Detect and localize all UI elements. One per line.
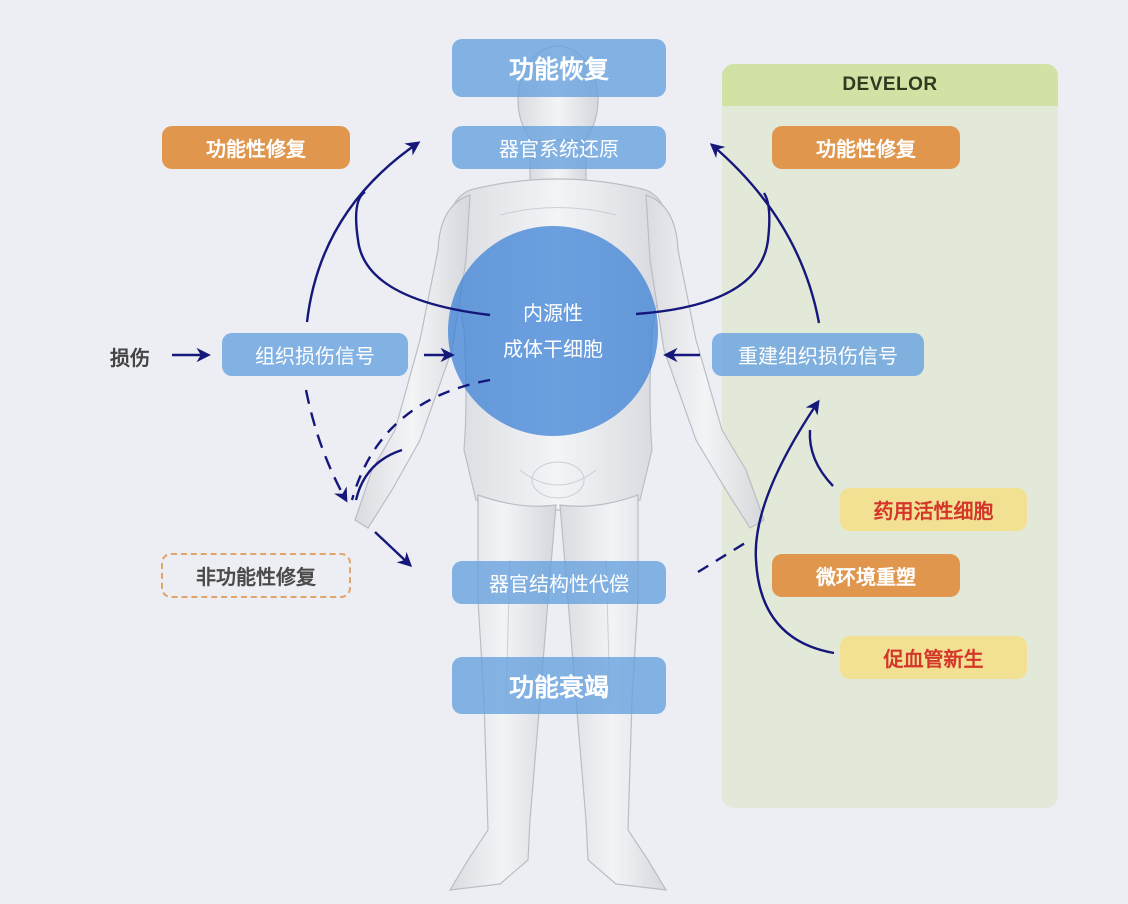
- nonfunctional-repair-box: 非功能性修复: [161, 553, 351, 598]
- microenvironment-remodeling-box: 微环境重塑: [772, 554, 960, 597]
- pharmaceutical-active-cells-box: 药用活性细胞: [840, 488, 1027, 531]
- organ-structural-compensation-box: 器官结构性代偿: [452, 561, 666, 604]
- organ-system-restore-box: 器官系统还原: [452, 126, 666, 169]
- function-recovery-box: 功能恢复: [452, 39, 666, 97]
- left-functional-repair-box: 功能性修复: [162, 126, 350, 169]
- function-failure-box: 功能衰竭: [452, 657, 666, 714]
- endogenous-adult-stem-cells-circle: 内源性 成体干细胞: [448, 226, 658, 436]
- injury-label: 损伤: [110, 346, 150, 370]
- tissue-injury-signal-box: 组织损伤信号: [222, 333, 408, 376]
- right-functional-repair-box: 功能性修复: [772, 126, 960, 169]
- angiogenesis-box: 促血管新生: [840, 636, 1027, 679]
- circle-label-line2: 成体干细胞: [503, 337, 603, 361]
- circle-label-line1: 内源性: [523, 301, 583, 325]
- develor-panel-header: DEVELOR: [722, 64, 1058, 106]
- rebuild-tissue-injury-signal-box: 重建组织损伤信号: [712, 333, 924, 376]
